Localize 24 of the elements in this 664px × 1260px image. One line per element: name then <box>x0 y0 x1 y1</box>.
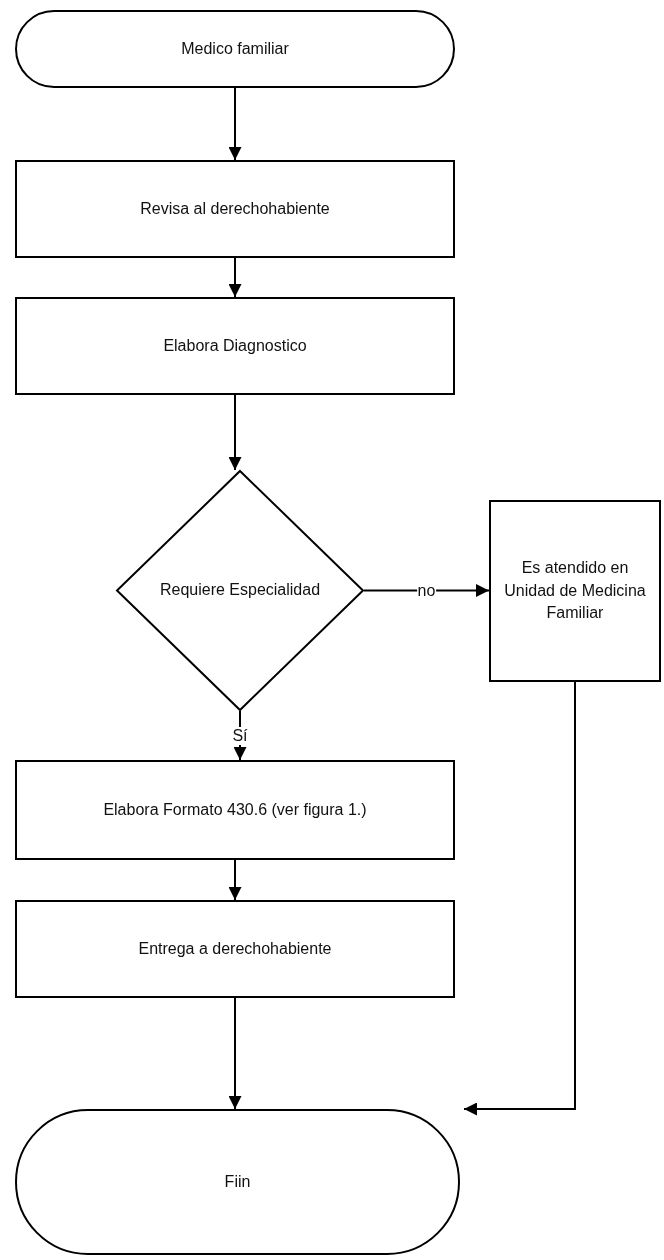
arrow <box>463 681 576 1116</box>
process-box <box>15 760 455 860</box>
process-box <box>489 500 661 682</box>
node-text: Requiere Especialidad <box>158 580 322 601</box>
terminal-shape <box>15 10 455 88</box>
arrow <box>228 394 242 471</box>
node-text: Elabora Formato 430.6 (ver figura 1.) <box>102 799 368 820</box>
arrow <box>363 584 490 597</box>
process-box <box>15 297 455 395</box>
arrow <box>228 87 242 161</box>
terminal-shape <box>15 1109 460 1255</box>
edge-label: Sí <box>231 726 249 745</box>
node-text: Revisa al derechohabiente <box>139 198 331 219</box>
node-text: Medico familiar <box>180 38 290 59</box>
process-box <box>15 900 455 998</box>
arrow <box>228 997 242 1110</box>
process-box <box>15 160 455 258</box>
arrow <box>228 257 242 298</box>
node-text: Fiin <box>223 1171 252 1192</box>
decision-diamond <box>116 470 364 711</box>
arrow <box>228 859 242 901</box>
node-text: Elabora Diagnostico <box>162 335 308 356</box>
node-text: Entrega a derechohabiente <box>137 938 333 959</box>
node-text: Es atendido en Unidad de Medicina Familiar <box>503 558 647 624</box>
